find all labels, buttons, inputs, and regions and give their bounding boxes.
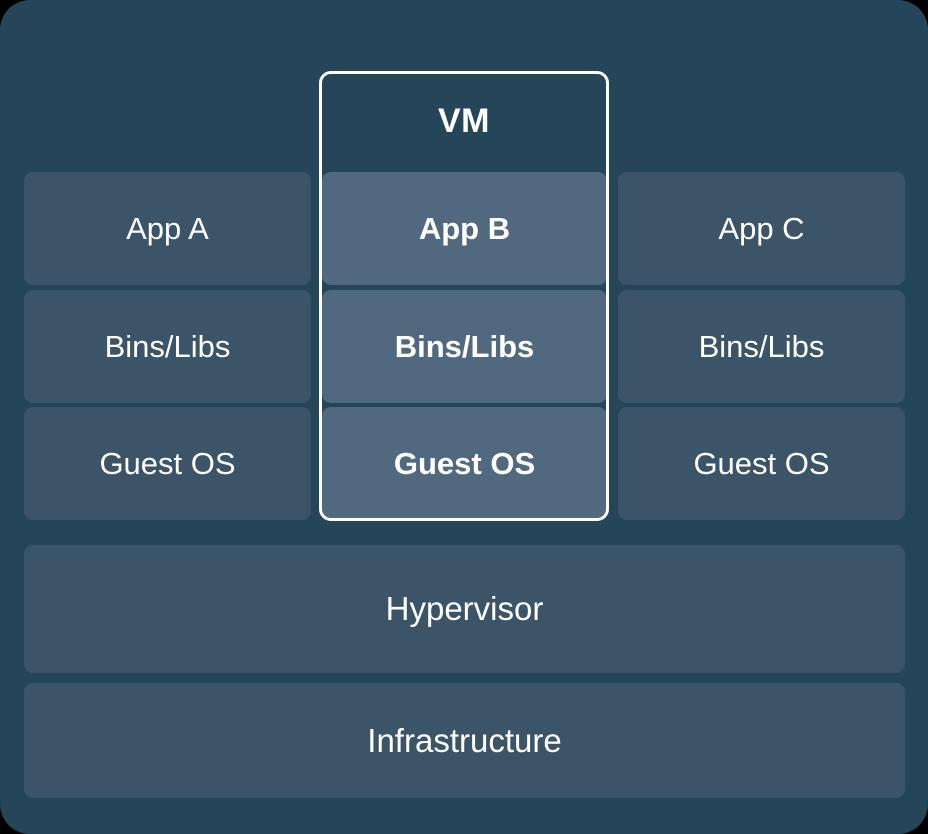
bins-libs-row: Bins/Libs Bins/Libs Bins/Libs (0, 290, 928, 403)
block-bins-libs-a: Bins/Libs (24, 290, 311, 403)
block-guest-os-c: Guest OS (618, 407, 905, 520)
layer-infrastructure: Infrastructure (24, 683, 905, 798)
block-bins-libs-b: Bins/Libs (322, 290, 607, 403)
app-row: App A App B App C (0, 172, 928, 285)
block-app-c: App C (618, 172, 905, 285)
block-guest-os-b: Guest OS (322, 407, 607, 520)
block-app-b: App B (322, 172, 607, 285)
block-app-a: App A (24, 172, 311, 285)
block-bins-libs-c: Bins/Libs (618, 290, 905, 403)
block-guest-os-a: Guest OS (24, 407, 311, 520)
vm-label: VM (438, 102, 490, 140)
layer-hypervisor: Hypervisor (24, 545, 905, 673)
guest-os-row: Guest OS Guest OS Guest OS (0, 407, 928, 520)
